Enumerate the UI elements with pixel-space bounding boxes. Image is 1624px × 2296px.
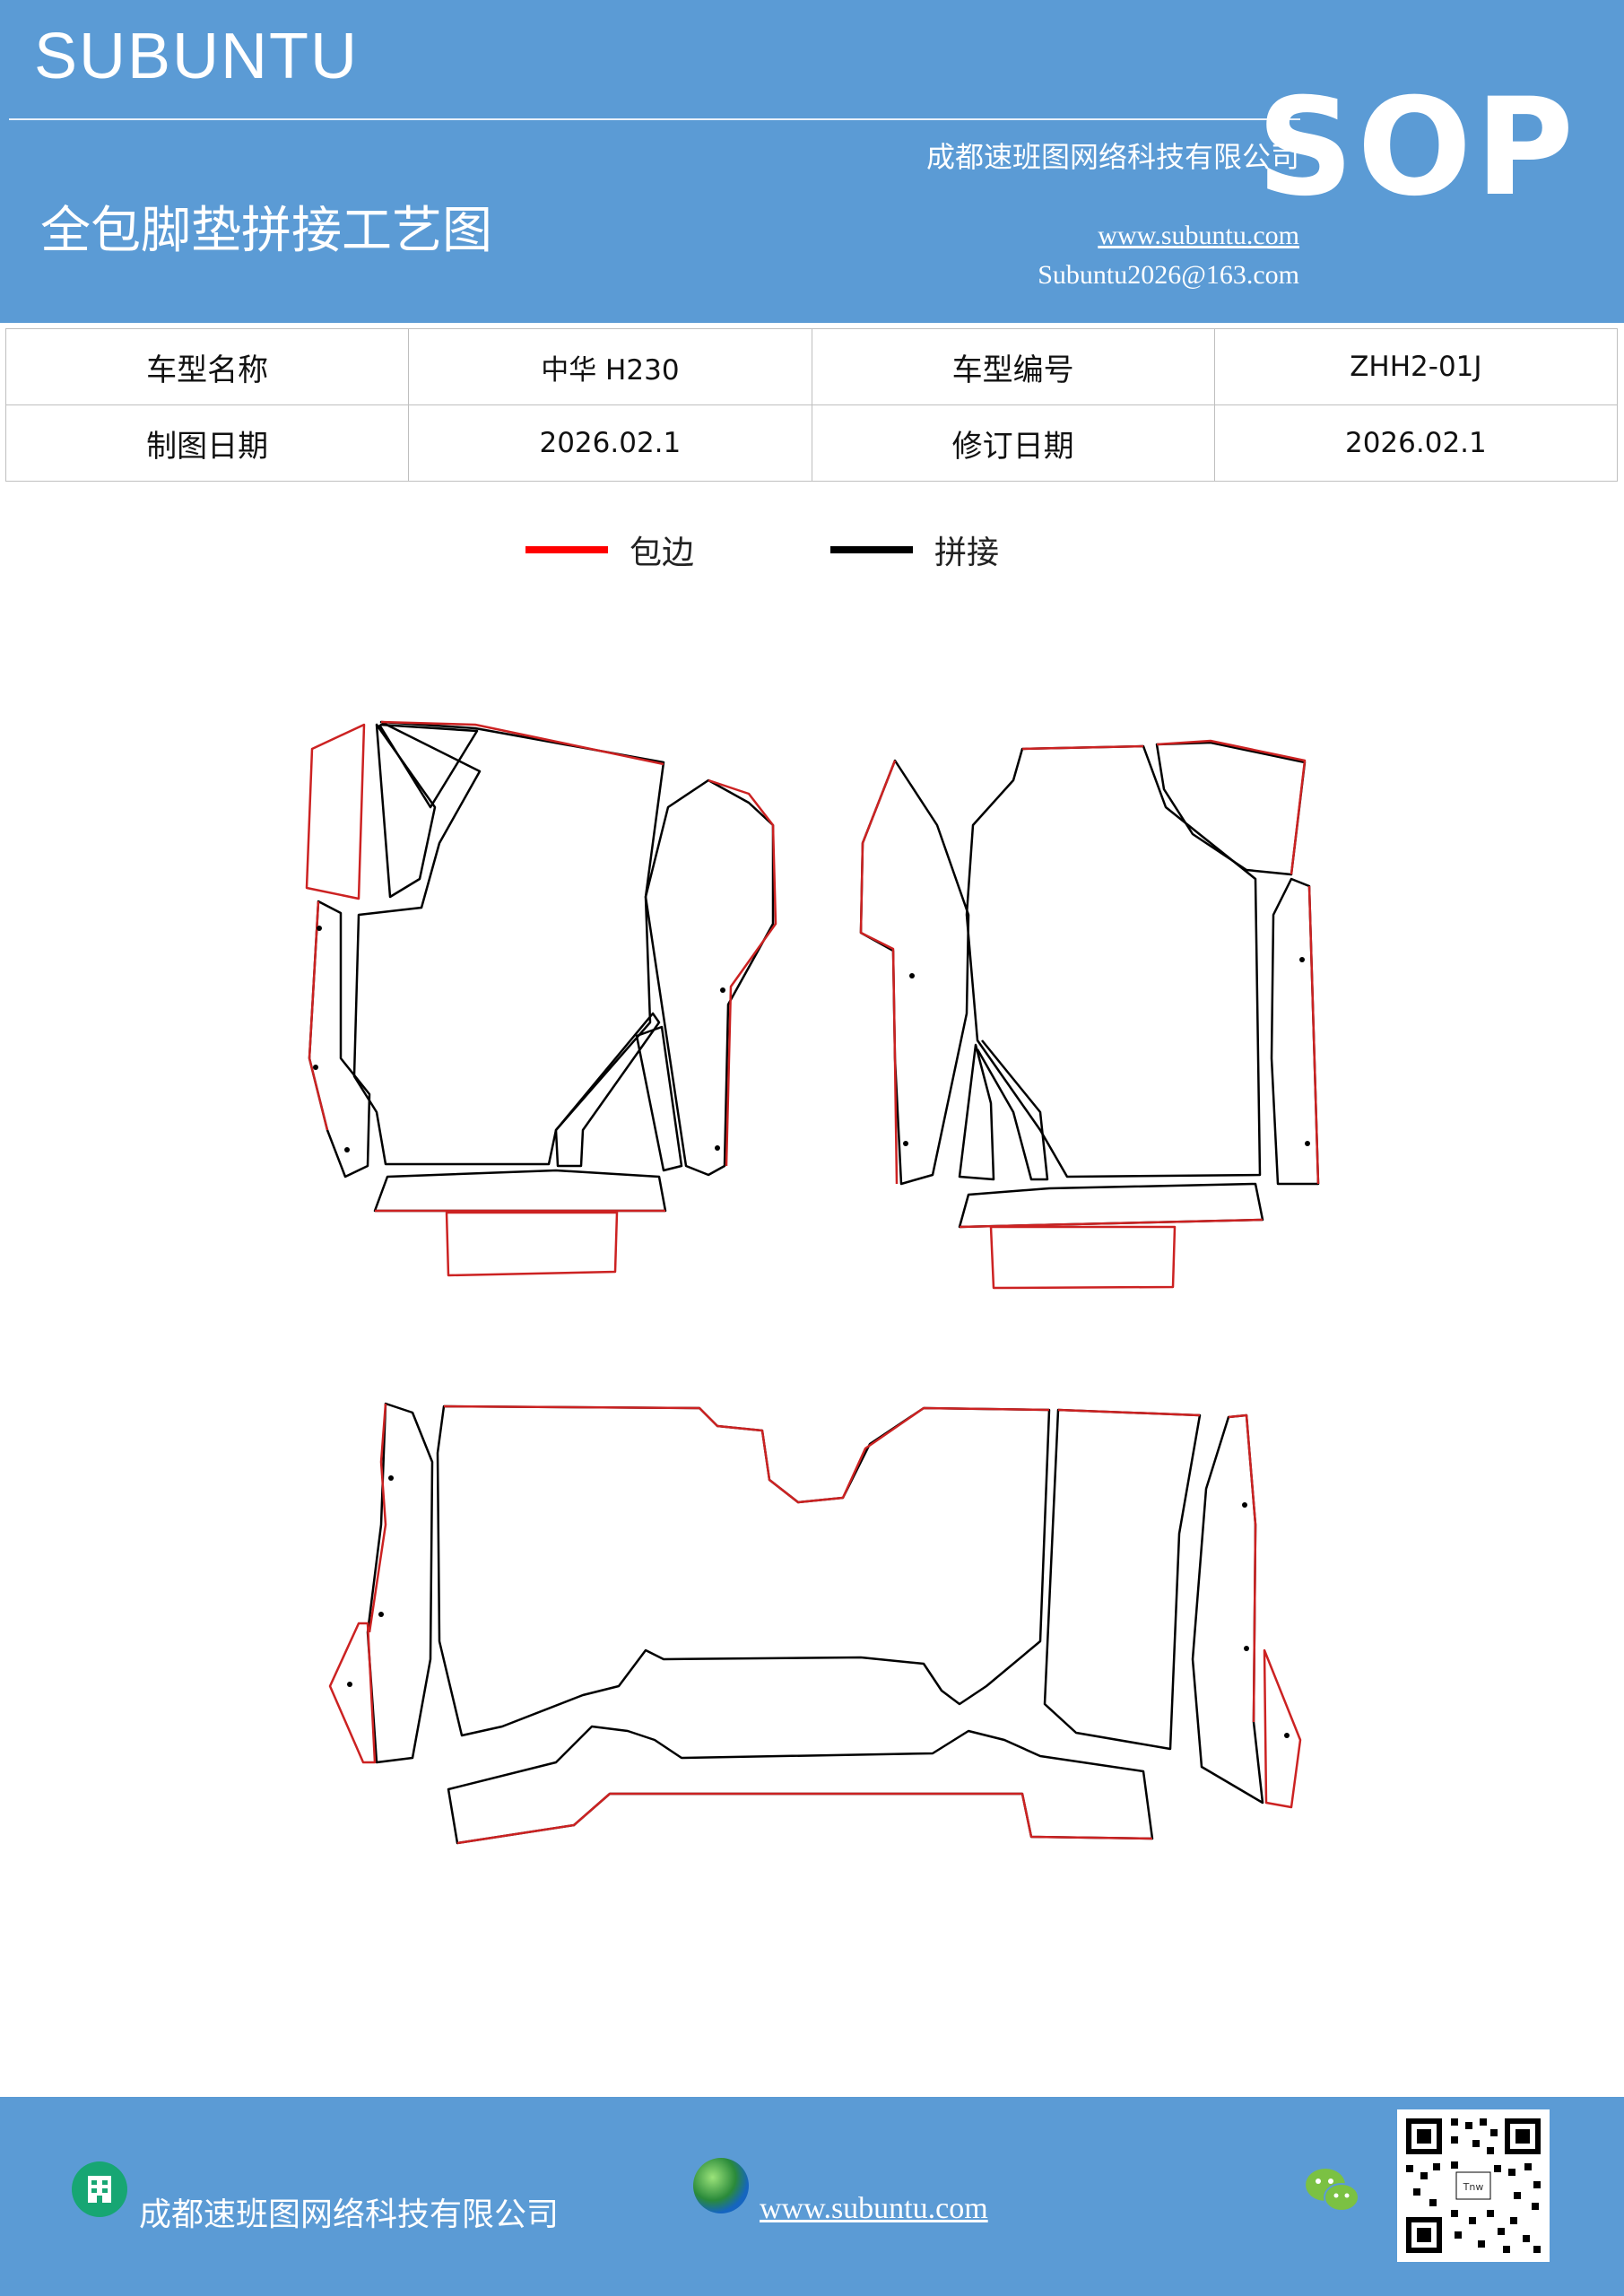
mat-piece xyxy=(443,1405,1050,1504)
mat-piece xyxy=(1307,885,1320,1185)
hole-marker xyxy=(1305,1141,1310,1146)
label-cell: 制图日期 xyxy=(4,404,410,482)
wechat-icon xyxy=(1302,2163,1361,2217)
front-right-mat-group xyxy=(859,739,1320,1290)
legend-edge-label: 包边 xyxy=(630,535,695,571)
page-title: 全包脚垫拼接工艺图 xyxy=(40,202,492,260)
hole-marker xyxy=(347,1682,352,1687)
value-cell: 2026.02.1 xyxy=(408,404,812,482)
value-cell: 2026.02.1 xyxy=(1213,404,1619,482)
mat-piece xyxy=(1155,741,1307,876)
mat-piece xyxy=(445,1211,619,1277)
legend-splice-swatch xyxy=(830,546,913,553)
hole-marker xyxy=(378,1612,384,1617)
mat-piece xyxy=(1156,739,1307,875)
front-left-mat-group xyxy=(305,720,777,1277)
legend-edge-swatch xyxy=(525,546,608,553)
mat-piece xyxy=(380,720,664,766)
hole-marker xyxy=(903,1141,908,1146)
mat-piece xyxy=(305,723,366,900)
brand-name: SUBUNTU xyxy=(34,21,360,92)
hole-marker xyxy=(1284,1733,1290,1738)
sop-mark: SOP xyxy=(1256,70,1577,226)
floor-mat-pattern-drawing xyxy=(305,720,1320,1845)
legend-splice: 拼接 xyxy=(830,525,999,575)
mat-piece xyxy=(958,1182,1264,1229)
mat-piece xyxy=(644,778,775,1177)
mat-piece xyxy=(859,759,970,1186)
hole-marker xyxy=(344,1147,350,1152)
mat-piece xyxy=(366,1402,434,1764)
hole-marker xyxy=(720,987,725,993)
footer-company: 成都速班图网络科技有限公司 xyxy=(139,2196,560,2233)
mat-piece xyxy=(447,1725,1154,1845)
hole-marker xyxy=(313,1065,318,1070)
qr-code: Tnw xyxy=(1397,2109,1550,2262)
label-cell: 修订日期 xyxy=(811,404,1215,482)
mat-piece xyxy=(959,1218,1264,1229)
footer-website-link[interactable]: www.subuntu.com xyxy=(760,2192,988,2225)
hole-marker xyxy=(1242,1502,1247,1508)
table-row: 车型名称 中华 H230 车型编号 ZHH2-01J xyxy=(4,328,1619,405)
mat-piece xyxy=(965,744,1262,1178)
mat-piece xyxy=(375,723,437,899)
mat-piece xyxy=(635,1025,683,1172)
mat-piece xyxy=(378,723,479,809)
rear-mat-group xyxy=(328,1402,1302,1845)
building-icon xyxy=(72,2161,127,2217)
mat-piece xyxy=(328,1622,377,1764)
header-divider xyxy=(9,118,1300,120)
mat-piece xyxy=(308,900,329,1131)
mat-piece xyxy=(352,720,665,1166)
mat-piece xyxy=(1263,1648,1302,1809)
mat-piece xyxy=(708,778,777,1167)
header-company: 成都速班图网络科技有限公司 xyxy=(925,140,1299,174)
mat-piece xyxy=(436,1405,1051,1737)
hole-marker xyxy=(909,973,915,978)
mat-piece xyxy=(308,900,371,1178)
svg-text:Tnw: Tnw xyxy=(1463,2181,1484,2193)
mat-piece xyxy=(554,1012,661,1168)
hole-marker xyxy=(715,1145,720,1151)
mat-piece xyxy=(368,1403,387,1633)
mat-piece xyxy=(1057,1408,1201,1417)
mat-piece xyxy=(373,1169,667,1213)
value-cell: ZHH2-01J xyxy=(1213,328,1619,405)
vehicle-info-table: 车型名称 中华 H230 车型编号 ZHH2-01J 制图日期 2026.02.… xyxy=(4,328,1619,482)
mat-piece xyxy=(976,1039,1049,1181)
mat-piece xyxy=(456,1792,1153,1845)
header-email: Subuntu2026@163.com xyxy=(1038,260,1299,290)
mat-piece xyxy=(859,760,899,1185)
mat-piece xyxy=(989,1225,1177,1290)
header-website-link[interactable]: www.subuntu.com xyxy=(1098,221,1299,250)
mat-piece xyxy=(1228,1413,1257,1723)
legend-edge: 包边 xyxy=(525,525,694,575)
globe-icon xyxy=(693,2158,749,2213)
mat-piece xyxy=(1021,744,1144,751)
mat-piece xyxy=(958,1043,995,1181)
value-cell: 中华 H230 xyxy=(408,328,812,405)
header-banner xyxy=(0,0,1624,323)
label-cell: 车型名称 xyxy=(4,328,410,405)
hole-marker xyxy=(317,926,322,931)
label-cell: 车型编号 xyxy=(811,328,1215,405)
hole-marker xyxy=(388,1475,394,1481)
hole-marker xyxy=(1244,1646,1249,1651)
table-row: 制图日期 2026.02.1 修订日期 2026.02.1 xyxy=(4,404,1619,482)
legend-splice-label: 拼接 xyxy=(934,535,1000,571)
mat-piece xyxy=(1043,1408,1202,1751)
hole-marker xyxy=(1299,957,1305,962)
